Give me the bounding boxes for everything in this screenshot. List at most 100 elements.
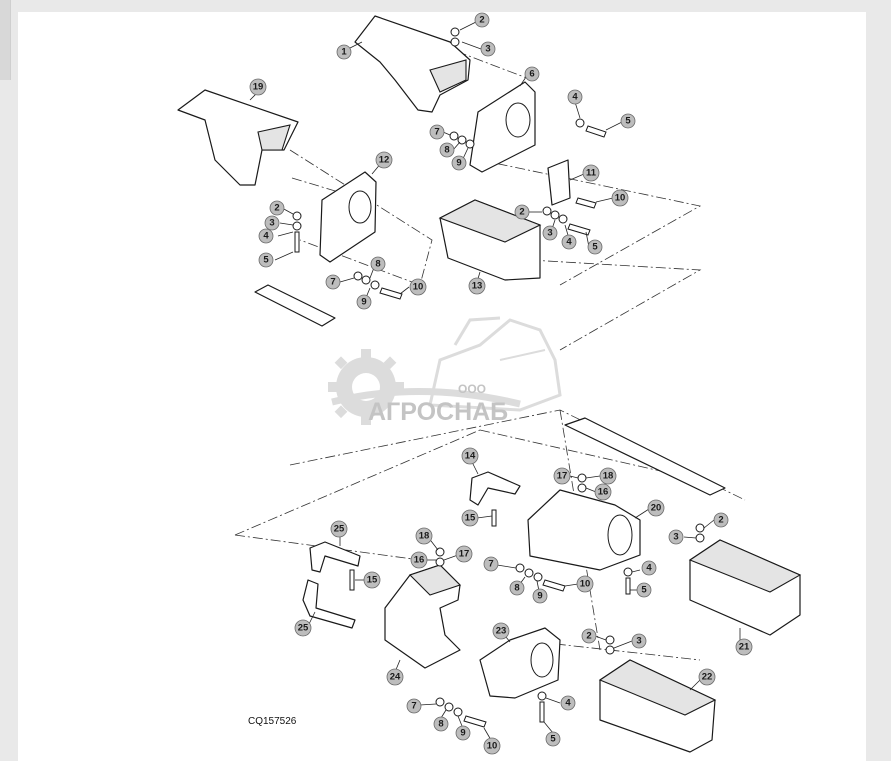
watermark-harvester-icon <box>428 316 562 412</box>
callout-18: 18 <box>599 467 617 485</box>
svg-text:4: 4 <box>565 698 571 709</box>
svg-text:7: 7 <box>434 127 439 138</box>
callout-8: 8 <box>433 716 449 732</box>
callout-10: 10 <box>483 737 501 755</box>
callout-10: 10 <box>576 575 594 593</box>
callout-7: 7 <box>406 698 422 714</box>
svg-text:7: 7 <box>330 277 335 288</box>
callout-4: 4 <box>561 234 577 250</box>
svg-text:25: 25 <box>298 623 309 634</box>
svg-text:2: 2 <box>274 203 279 214</box>
svg-text:2: 2 <box>479 15 484 26</box>
svg-text:3: 3 <box>547 228 552 239</box>
callout-5: 5 <box>258 252 274 268</box>
part-13 <box>438 199 542 281</box>
part-22 <box>598 659 717 753</box>
callout-10: 10 <box>611 189 629 207</box>
svg-text:10: 10 <box>580 579 591 590</box>
part-24 <box>384 564 462 669</box>
watermark: ООО АГРОСНАБ <box>328 316 562 426</box>
watermark-brand: АГРОСНАБ <box>368 398 508 426</box>
part-25b <box>302 579 356 629</box>
svg-text:11: 11 <box>586 168 597 179</box>
svg-text:23: 23 <box>496 626 507 637</box>
svg-text:14: 14 <box>465 451 476 462</box>
callout-3: 3 <box>264 215 280 231</box>
svg-text:3: 3 <box>673 532 678 543</box>
svg-text:3: 3 <box>269 218 274 229</box>
svg-text:5: 5 <box>625 116 631 127</box>
part-19 <box>177 89 299 186</box>
svg-text:21: 21 <box>739 642 750 653</box>
callout-25: 25 <box>330 520 348 538</box>
svg-text:17: 17 <box>557 471 568 482</box>
callout-8: 8 <box>439 142 455 158</box>
callout-5: 5 <box>636 582 652 598</box>
callout-2: 2 <box>269 200 285 216</box>
callout-14: 14 <box>461 447 479 465</box>
svg-text:1: 1 <box>341 47 347 58</box>
svg-text:12: 12 <box>379 155 390 166</box>
callout-4: 4 <box>567 89 583 105</box>
svg-text:16: 16 <box>598 487 609 498</box>
callout-5: 5 <box>620 113 636 129</box>
callout-5: 5 <box>545 731 561 747</box>
svg-text:2: 2 <box>586 631 591 642</box>
svg-text:2: 2 <box>718 515 723 526</box>
svg-text:20: 20 <box>651 503 662 514</box>
svg-text:8: 8 <box>375 259 380 270</box>
svg-text:18: 18 <box>419 531 430 542</box>
callout-7: 7 <box>429 124 445 140</box>
callout-19: 19 <box>249 78 267 96</box>
callout-16: 16 <box>594 483 612 501</box>
part-14 <box>469 471 521 506</box>
svg-text:25: 25 <box>334 524 345 535</box>
callout-9: 9 <box>455 725 471 741</box>
callout-20: 20 <box>647 499 665 517</box>
callout-9: 9 <box>451 155 467 171</box>
callout-21: 21 <box>735 638 753 656</box>
part-20 <box>527 489 641 571</box>
callout-11: 11 <box>582 164 600 182</box>
callout-25: 25 <box>294 619 312 637</box>
svg-text:10: 10 <box>615 193 626 204</box>
svg-text:5: 5 <box>550 734 556 745</box>
svg-text:9: 9 <box>361 297 366 308</box>
svg-text:10: 10 <box>487 741 498 752</box>
callout-3: 3 <box>631 633 647 649</box>
callout-15: 15 <box>363 571 381 589</box>
callout-12: 12 <box>375 151 393 169</box>
callout-2: 2 <box>514 204 530 220</box>
callout-2: 2 <box>474 12 490 28</box>
svg-text:7: 7 <box>488 559 493 570</box>
callout-1: 1 <box>336 44 352 60</box>
svg-text:6: 6 <box>529 69 534 80</box>
callout-6: 6 <box>524 66 540 82</box>
figure-id: CQ157526 <box>248 716 297 727</box>
callout-7: 7 <box>325 274 341 290</box>
part-25a <box>309 541 361 573</box>
callout-4: 4 <box>641 560 657 576</box>
callout-9: 9 <box>356 294 372 310</box>
callout-17: 17 <box>455 545 473 563</box>
callout-16: 16 <box>410 551 428 569</box>
svg-text:18: 18 <box>603 471 614 482</box>
callout-8: 8 <box>509 580 525 596</box>
part-11 <box>547 159 571 206</box>
part-12 <box>319 171 377 263</box>
callout-2: 2 <box>713 512 729 528</box>
callout-4: 4 <box>258 228 274 244</box>
callout-7: 7 <box>483 556 499 572</box>
svg-text:5: 5 <box>263 255 269 266</box>
callout-18: 18 <box>415 527 433 545</box>
callout-17: 17 <box>553 467 571 485</box>
svg-text:3: 3 <box>485 44 490 55</box>
svg-text:24: 24 <box>390 672 401 683</box>
watermark-swoosh <box>331 388 521 408</box>
callouts: 1 2 3 6 4 5 19 7 8 9 12 11 2 10 3 4 5 2 … <box>249 12 753 755</box>
svg-text:9: 9 <box>456 158 461 169</box>
callout-3: 3 <box>480 41 496 57</box>
svg-text:22: 22 <box>702 672 713 683</box>
svg-text:7: 7 <box>411 701 416 712</box>
